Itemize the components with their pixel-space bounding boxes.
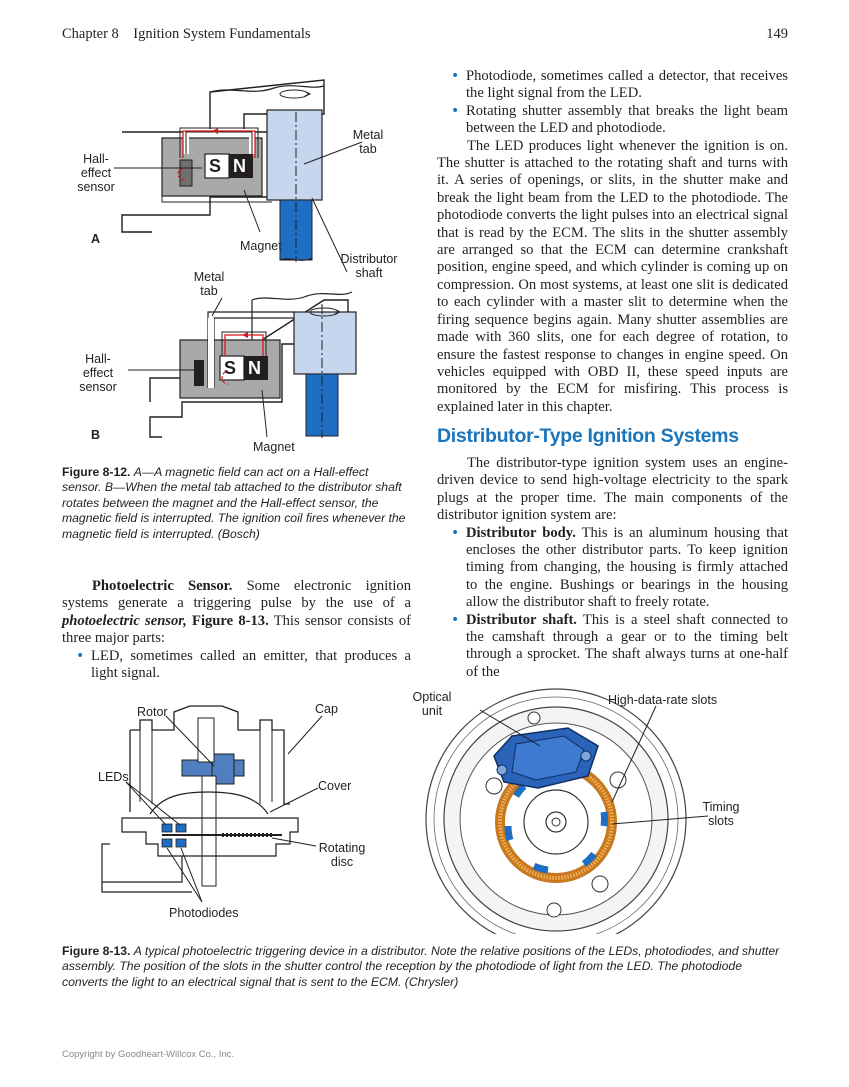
list-item: Distributor body. This is an aluminum ho… [437, 525, 788, 612]
label-line: Optical [412, 690, 452, 704]
right-column: Photodiode, sometimes called a detector,… [437, 68, 788, 416]
label-line: Distributor [340, 252, 398, 266]
hall-effect-diagram [114, 79, 363, 438]
label-line: tab [359, 142, 377, 156]
chapter-title: Ignition System Fundamentals [133, 26, 311, 42]
label-metal-tab-a: Metal tab [343, 128, 393, 156]
magnet-south-label: S [224, 358, 237, 378]
figure-number: Figure 8-13. [62, 944, 131, 958]
figure-reference: Figure 8-13. [186, 612, 269, 629]
label-optical-unit: Optical unit [402, 690, 462, 718]
label-line: Metal [193, 270, 225, 284]
label-cap: Cap [315, 702, 338, 716]
label-line: disc [330, 855, 354, 869]
label-metal-tab-b: Metal tab [186, 270, 232, 298]
label-high-data-rate-slots: High-data-rate slots [608, 693, 718, 707]
label-leds: LEDs [98, 770, 129, 784]
list-item: Rotating shutter assembly that breaks th… [437, 103, 788, 138]
distributor-cross-section [101, 705, 323, 903]
magnet-south-label: S [209, 156, 222, 176]
list-item: Distributor shaft. This is a steel shaft… [437, 612, 788, 682]
label-part-b: B [91, 428, 101, 442]
hall-effect-diagram-a [114, 79, 363, 273]
list-item: Photodiode, sometimes called a detector,… [437, 68, 788, 103]
label-line: sensor [79, 380, 117, 394]
figure-8-12-caption: Figure 8-12. A—A magnetic field can act … [62, 465, 411, 542]
label-line: effect [80, 166, 112, 180]
figure-number: Figure 8-12. [62, 465, 131, 479]
figure-caption-text: A—A magnetic field can act on a Hall-eff… [62, 465, 406, 541]
label-hall-effect-sensor-a: Hall- effect sensor [70, 152, 122, 194]
label-rotor: Rotor [137, 705, 168, 719]
magnet-north-label: N [233, 156, 246, 176]
label-line: tab [200, 284, 218, 298]
distributor-paragraph: The distributor-type ignition system use… [437, 455, 788, 524]
magnet-north-label: N [248, 358, 261, 378]
chapter-number: Chapter 8 [62, 26, 119, 42]
parts-list-continued: Photodiode, sometimes called a detector,… [437, 68, 788, 138]
label-timing-slots: Timing slots [696, 800, 746, 828]
label-line: Metal [352, 128, 384, 142]
photoelectric-sensor-paragraph: Photoelectric Sensor. Some electronic ig… [62, 578, 411, 648]
term-text: This is a steel shaft connected to the c… [466, 611, 788, 680]
paragraph-text: This sensor consists of three major part… [62, 612, 411, 647]
right-column-section: The distributor-type ignition system use… [437, 455, 788, 681]
label-line: Hall- [83, 152, 109, 166]
label-line: sensor [77, 180, 115, 194]
label-rotating-disc: Rotating disc [312, 841, 372, 869]
page-number: 149 [766, 26, 788, 42]
components-list: Distributor body. This is an aluminum ho… [437, 525, 788, 682]
label-line: effect [82, 366, 114, 380]
label-cover: Cover [318, 779, 352, 793]
label-hall-effect-sensor-b: Hall- effect sensor [70, 352, 126, 394]
label-line: unit [421, 704, 443, 718]
label-line: slots [708, 814, 734, 828]
figure-8-13: Rotor Cap LEDs Cover Rotating disc Photo… [62, 684, 788, 934]
label-line: Rotating [318, 841, 366, 855]
led-paragraph: The LED produces light whenever the igni… [437, 137, 788, 415]
label-photodiodes: Photodiodes [169, 906, 239, 920]
term-text: This is an aluminum housing that enclose… [466, 524, 788, 611]
left-column: Photoelectric Sensor. Some electronic ig… [62, 578, 411, 682]
label-magnet-a: Magnet [240, 239, 282, 253]
label-line: Timing [702, 800, 740, 814]
term: Distributor body. [466, 524, 576, 541]
hall-effect-diagram-b [128, 291, 357, 438]
run-in-heading: Photoelectric Sensor. [92, 578, 233, 594]
label-part-a: A [91, 232, 101, 246]
label-line: shaft [355, 266, 383, 280]
label-magnet-b: Magnet [253, 440, 295, 454]
label-distributor-shaft: Distributor shaft [336, 252, 402, 280]
term: Distributor shaft. [466, 611, 577, 628]
key-term: photoelectric sensor, [62, 612, 187, 629]
list-item: LED, sometimes called an emitter, that p… [62, 648, 411, 683]
label-line: Hall- [85, 352, 111, 366]
copyright-footer: Copyright by Goodheart-Willcox Co., Inc. [62, 1049, 235, 1060]
figure-8-12: Hall- effect sensor Metal tab A Magnet D… [62, 72, 412, 457]
paragraph-text: Some electronic ignition systems generat… [62, 578, 411, 612]
figure-8-13-caption: Figure 8-13. A typical photoelectric tri… [62, 944, 788, 990]
running-header: Chapter 8 Ignition System Fundamentals [62, 26, 311, 43]
figure-caption-text: A typical photoelectric triggering devic… [62, 944, 780, 989]
section-heading: Distributor-Type Ignition Systems [437, 425, 739, 447]
parts-list: LED, sometimes called an emitter, that p… [62, 648, 411, 683]
optical-unit-top-view [425, 688, 709, 934]
